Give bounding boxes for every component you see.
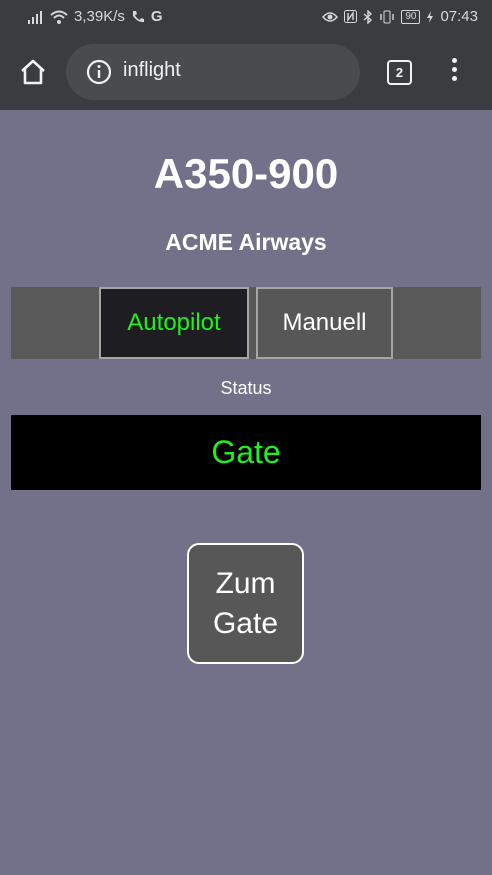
menu-dot xyxy=(451,76,457,81)
home-icon xyxy=(21,59,45,85)
google-icon: G xyxy=(150,8,163,25)
status-label: Status xyxy=(220,378,272,398)
bluetooth-icon xyxy=(363,9,373,24)
call-icon xyxy=(131,10,145,24)
clock: 07:43 xyxy=(440,8,478,25)
autopilot-button[interactable]: Autopilot xyxy=(99,287,249,359)
to-gate-button[interactable]: Zum Gate xyxy=(187,543,304,664)
url-text: inflight xyxy=(123,59,181,81)
charging-icon xyxy=(426,10,434,23)
mode-selector: Autopilot Manuell xyxy=(11,287,481,359)
menu-dot xyxy=(451,58,457,63)
nfc-icon xyxy=(344,10,358,23)
aircraft-title: A350-900 xyxy=(153,150,339,197)
signal-icon xyxy=(28,10,44,24)
home-button[interactable] xyxy=(18,57,48,87)
battery-indicator: 90 xyxy=(401,9,421,24)
wifi-icon xyxy=(50,10,68,24)
network-speed: 3,39K/s xyxy=(74,8,125,25)
eye-icon xyxy=(322,11,339,23)
status-display: Gate xyxy=(11,415,481,490)
browser-toolbar: inflight 2 xyxy=(0,36,492,110)
system-status-bar: 3,39K/s G 90 07:43 xyxy=(0,0,492,36)
overflow-menu-button[interactable] xyxy=(444,58,464,86)
airline-name: ACME Airways xyxy=(165,229,327,255)
url-bar[interactable]: inflight xyxy=(66,44,360,100)
vibrate-icon xyxy=(379,10,395,24)
menu-dot xyxy=(451,67,457,72)
tab-switcher-button[interactable]: 2 xyxy=(387,60,412,85)
manual-button[interactable]: Manuell xyxy=(256,287,393,359)
info-icon[interactable] xyxy=(86,59,112,85)
